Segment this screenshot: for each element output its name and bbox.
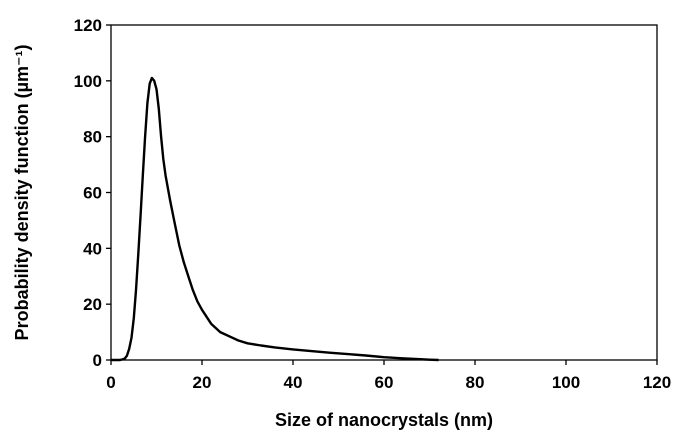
y-tick-label: 80: [83, 128, 102, 147]
y-axis-tick-labels: 0 20 40 60 80 100 120: [74, 16, 102, 370]
plot-frame: [110, 24, 658, 361]
y-axis-title: Probability density function (µm⁻¹): [12, 45, 32, 341]
y-axis-ticks: [106, 24, 111, 361]
x-tick-label: 40: [284, 373, 303, 392]
x-tick-label: 120: [643, 373, 671, 392]
y-tick-label: 0: [93, 351, 102, 370]
x-tick-label: 100: [552, 373, 580, 392]
y-tick-label: 60: [83, 184, 102, 203]
pdf-series-line: [111, 76, 439, 362]
x-tick-label: 60: [375, 373, 394, 392]
x-tick-label: 20: [193, 373, 212, 392]
x-axis-title: Size of nanocrystals (nm): [275, 410, 493, 430]
y-tick-label: 100: [74, 72, 102, 91]
y-tick-label: 120: [74, 16, 102, 35]
x-axis-ticks: [110, 360, 658, 365]
plot-area: [110, 24, 658, 361]
y-tick-label: 20: [83, 295, 102, 314]
x-tick-label: 80: [466, 373, 485, 392]
y-tick-label: 40: [83, 239, 102, 258]
x-axis-tick-labels: 0 20 40 60 80 100 120: [106, 373, 671, 392]
x-tick-label: 0: [106, 373, 115, 392]
